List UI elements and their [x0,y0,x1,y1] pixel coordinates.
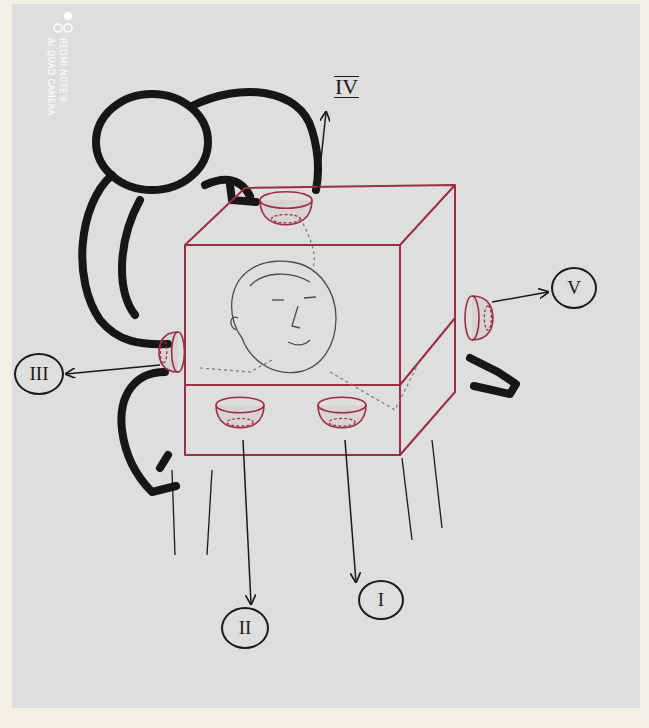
glove-cuff [160,341,166,363]
glove-body [159,332,178,372]
watermark: AI QUAD CAMERA [46,38,55,115]
glove-body [216,405,264,428]
watermark: REDMI NOTE 8 [58,38,67,102]
watermark-dot [64,12,72,20]
hair-line [250,274,310,286]
operator-body-line [122,200,140,315]
hidden-arm [330,360,420,410]
eye [304,297,316,298]
leader-arrow [345,440,356,582]
glove-body [318,405,366,428]
operator-figure [82,92,516,492]
callout-circle: I [358,580,404,620]
glove-rim [172,332,185,372]
hidden-lines [200,218,420,410]
glove-body [472,296,493,340]
glove-rim [216,397,264,412]
callout-circle: II [221,607,269,649]
hidden-arm [300,218,314,270]
ear [231,317,238,330]
glove-port [465,296,493,340]
box-top-face [185,185,455,245]
glove-rim [318,397,366,412]
glove-cuff [272,215,301,223]
watermark-dot [64,24,72,32]
callout-number: I [378,589,384,611]
glove-cuff [227,418,253,426]
leader-arrow [492,292,548,302]
glove-port [159,332,184,372]
eye [272,299,284,300]
leader-arrow [243,440,251,604]
glove-port [318,397,366,427]
glove-port [260,192,312,225]
box-panel-line [400,318,455,385]
operator-right-hand [470,358,516,394]
box-right-face [400,185,455,455]
operator-arm-upper [192,92,318,190]
glove-body [260,200,312,225]
operator-back [82,175,168,344]
support-line [432,440,442,528]
leader-arrow [318,112,326,188]
glove-rim [465,296,479,340]
glove-ports [159,192,493,428]
callout-circle: V [551,267,597,309]
callout-number: V [567,277,581,299]
operator-knee [160,455,168,468]
watermark-dot [54,24,62,32]
support-line [207,470,212,555]
support-lines [172,440,442,555]
glove-port [216,397,264,427]
box-panel-line [185,384,400,386]
callout-number: II [239,617,252,639]
operator-leg [121,372,176,492]
callout-number: IV [334,76,359,98]
box-front-face [185,245,400,455]
callout-number: III [30,363,49,385]
leader-arrow [66,365,160,374]
leader-lines [66,112,548,604]
glove-cuff [484,306,491,330]
glove-rim [260,192,312,209]
mouth [288,340,310,345]
glove-box [185,185,455,455]
face-outline [232,261,336,372]
glove-cuff [329,418,355,426]
callout-circle: III [14,353,64,395]
support-line [402,458,412,540]
nose [292,306,300,328]
hidden-arm [200,360,272,372]
face-sketch [231,261,336,372]
